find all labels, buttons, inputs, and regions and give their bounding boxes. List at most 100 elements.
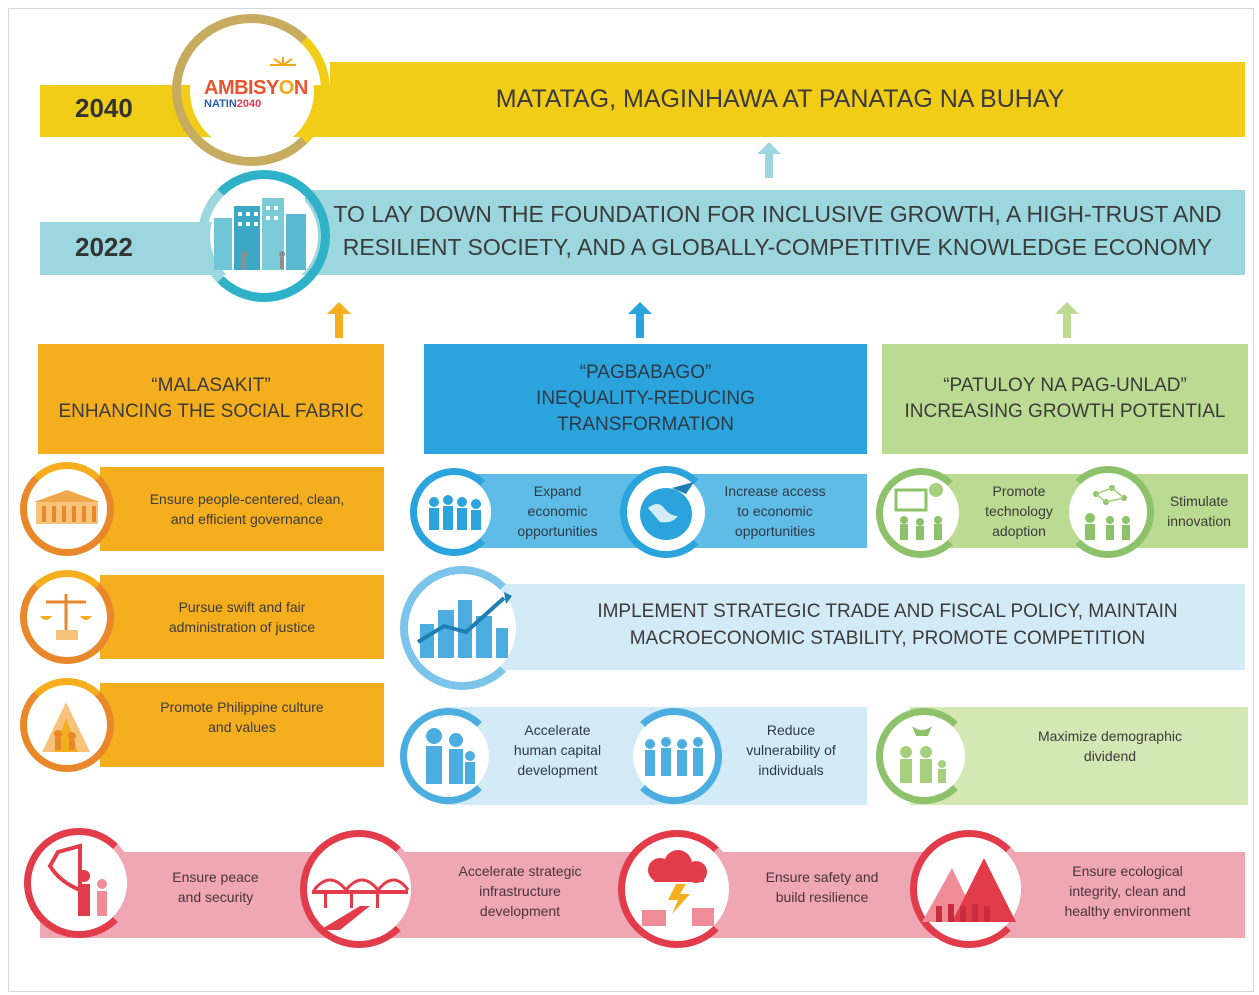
reduce-vulnerability-text: Reduce vulnerability of individuals [726,707,856,793]
culture-l1: Promote Philippine culture [160,699,324,715]
human-capital-l3: development [517,762,598,778]
expand-opportunities-text: Expand economic opportunities [500,474,615,548]
governance-l1: Ensure people-centered, clean, [149,491,345,507]
goal-2022-text: TO LAY DOWN THE FOUNDATION FOR INCLUSIVE… [320,198,1235,264]
culture-l2: and values [208,719,276,735]
technology-presentation-icon [894,483,943,540]
infra-l2: infrastructure [479,883,561,899]
increase-l2: to economic [737,503,813,519]
mountains-trees-icon [922,858,1016,922]
innovation-l1: Stimulate [1169,493,1229,509]
technology-ring [876,468,966,558]
reduce-l1: Reduce [766,722,816,738]
expand-ring [410,468,498,556]
people-group-icon [429,495,481,530]
storm-cloud-icon [642,850,714,926]
human-capital-l1: Accelerate [524,722,591,738]
safety-l1: Ensure safety and [765,869,879,885]
logo-eye-o: O [278,77,295,99]
pillar-patuloy-header: “PATULOY NA PAG-UNLAD” INCREASING GROWTH… [882,344,1248,454]
sun-rays-icon [270,57,296,66]
ambisyon-logo-disc [190,30,314,152]
ambisyon-ring-outer [172,14,330,166]
macro-text: IMPLEMENT STRATEGIC TRADE AND FISCAL POL… [520,598,1255,652]
ecological-ring [910,830,1028,948]
logo-2040: 2040 [236,98,262,110]
technology-l2: technology [985,503,1053,519]
infra-l3: development [479,903,561,919]
justice-l2: administration of justice [168,619,316,635]
innovation-network-icon [1085,485,1130,540]
human-capital-text: Accelerate human capital development [500,707,615,793]
infrastructure-text: Accelerate strategic infrastructure develo… [425,852,615,938]
dividend-l1: Maximize demographic [1038,728,1182,744]
logo-ambisy: AMBISY [204,77,279,99]
diagram-frame [8,8,1254,992]
peace-l2: and security [177,889,254,905]
peace-l1: Ensure peace [172,869,259,885]
pillar-pagbabago-header: “PAGBABAGO” INEQUALITY-REDUCING TRANSFOR… [424,344,867,454]
reduce-l2: vulnerability of [746,742,836,758]
macro-line1: IMPLEMENT STRATEGIC TRADE AND FISCAL POL… [597,601,1178,622]
reduce-ring [626,708,722,804]
human-capital-ring [400,708,496,804]
logo-natin: NATIN [204,98,237,110]
technology-l1: Promote [992,483,1046,499]
eco-l2: integrity, clean and [1069,883,1186,899]
city-buildings-icon [214,198,306,270]
promote-technology-text: Promote technology adoption [968,474,1070,548]
malasakit-title: “MALASAKIT” [151,375,271,396]
increase-l3: opportunities [734,523,816,539]
culture-people-icon [42,702,90,752]
government-building-icon [34,490,100,524]
increase-l1: Increase access [724,483,826,499]
arrow-up-green-icon [1055,302,1079,338]
pillar-malasakit-header: “MALASAKIT” ENHANCING THE SOCIAL FABRIC [38,344,384,454]
infrastructure-ring [300,830,418,948]
goal-2022-band-ext [305,190,1245,275]
year-2022: 2022 [75,232,133,262]
people-row-icon [645,737,703,776]
pagbabago-title: “PAGBABAGO” [579,362,712,383]
reduce-l3: individuals [758,762,824,778]
ambisyon-logo: AMBISYON NATIN2040 [204,78,324,111]
expand-l3: opportunities [517,523,598,539]
technology-l3: adoption [992,523,1046,539]
justice-scale-icon [40,594,92,640]
pagbabago-line2: INEQUALITY-REDUCING [536,388,755,409]
expand-l2: economic [527,503,588,519]
vision-2040-band-ext [330,62,1245,137]
innovation-ring [1062,466,1154,558]
macro-line2: MACROECONOMIC STABILITY, PROMOTE COMPETI… [629,628,1146,649]
goal-2022-line2: RESILIENT SOCIETY, AND A GLOBALLY-COMPET… [342,234,1213,260]
safety-resilience-text: Ensure safety and build resilience [752,852,892,922]
vision-2040-text: MATATAG, MAGINHAWA AT PANATAG NA BUHAY [495,85,1065,113]
globe-plane-icon [640,482,694,540]
peace-security-text: Ensure peace and security [148,852,283,922]
human-capital-l2: human capital [513,742,602,758]
patuloy-subtitle: INCREASING GROWTH POTENTIAL [904,401,1226,422]
family-icon [426,728,475,784]
malasakit-item-culture: Promote Philippine culture and values [100,683,384,767]
pagbabago-line3: TRANSFORMATION [557,414,734,435]
safety-l2: build resilience [775,889,869,905]
malasakit-subtitle: ENHANCING THE SOCIAL FABRIC [58,401,364,422]
arrow-up-icon [757,142,781,178]
infra-l1: Accelerate strategic [458,863,582,879]
goal-2022-line1: TO LAY DOWN THE FOUNDATION FOR INCLUSIVE… [333,201,1222,227]
year-2040: 2040 [75,93,133,123]
family-dividend-icon [900,726,946,783]
shield-family-icon [47,843,107,916]
patuloy-title: “PATULOY NA PAG-UNLAD” [943,375,1187,396]
expand-l1: Expand [533,483,582,499]
arrow-up-blue-icon [628,302,652,338]
governance-l2: and efficient governance [170,511,324,527]
logo-n: N [293,77,308,99]
dividend-ring [876,708,972,804]
malasakit-item-governance: Ensure people-centered, clean, and effici… [100,467,384,551]
arrow-up-orange-icon [327,302,351,338]
